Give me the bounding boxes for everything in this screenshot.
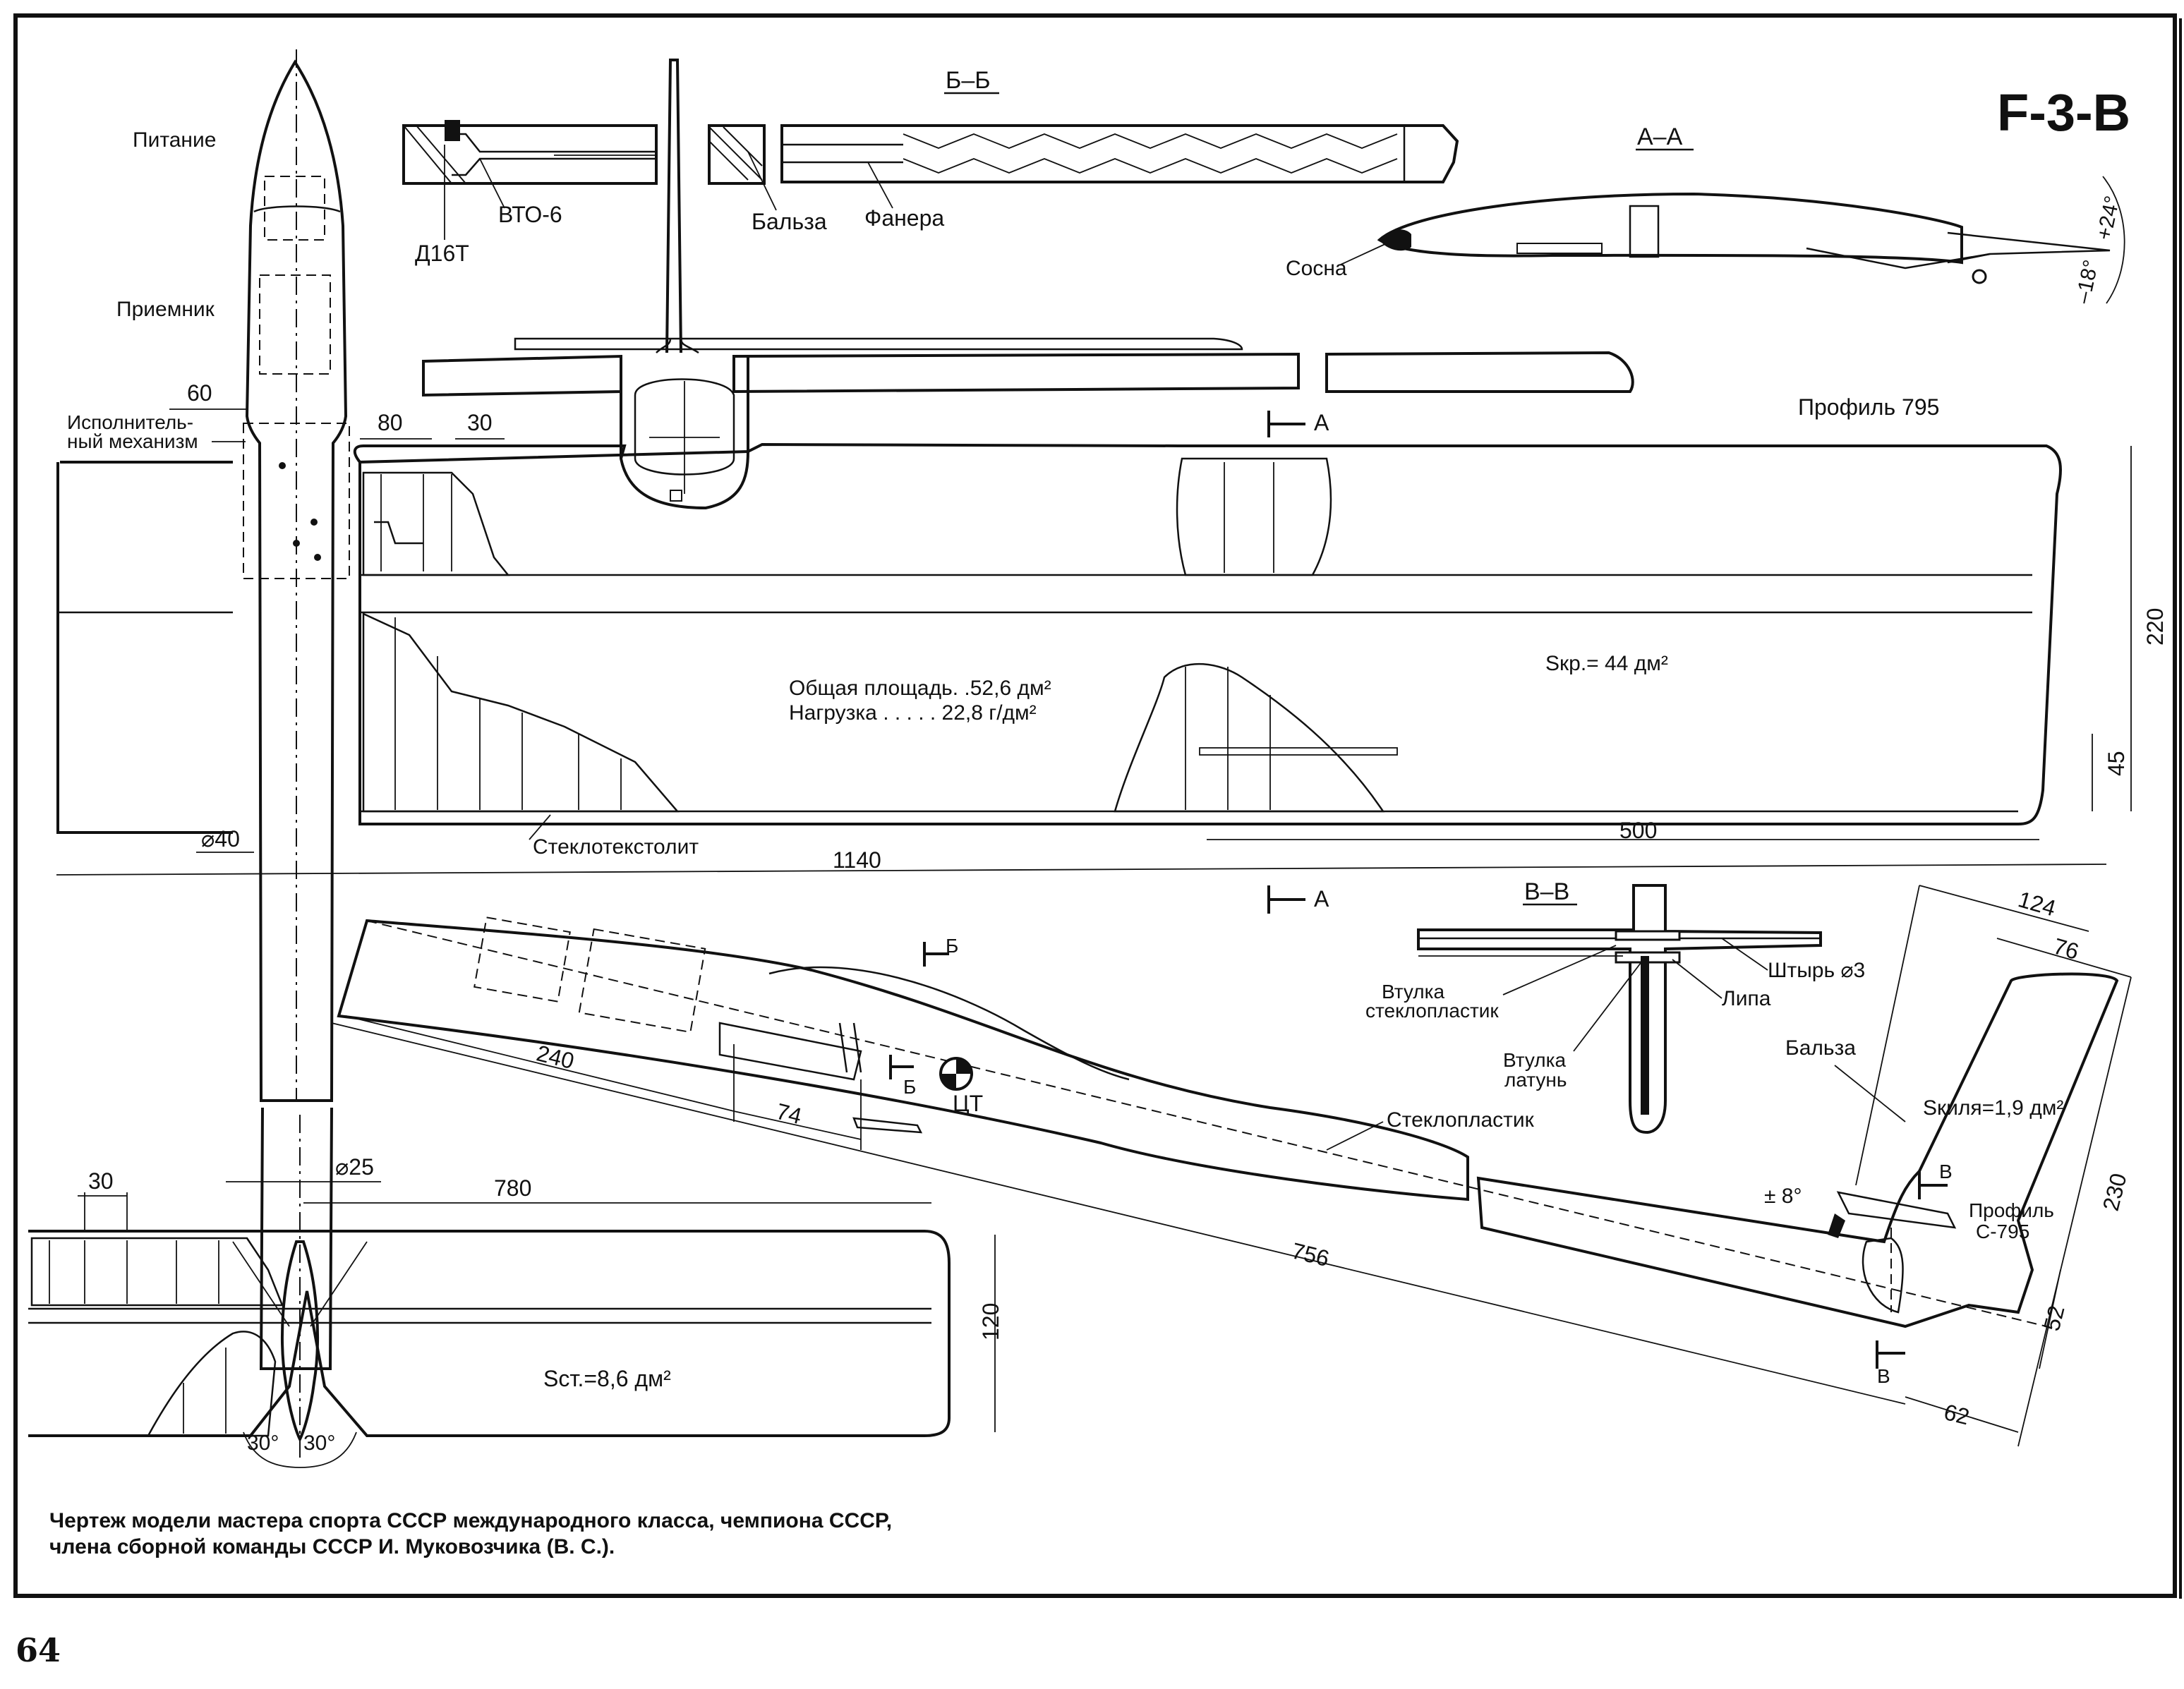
wing-plan-view [56, 442, 2062, 834]
dim-780: 780 [494, 1175, 531, 1201]
dim-30-stab: 30 [88, 1168, 114, 1194]
dim-120: 120 [978, 1303, 1003, 1340]
mark-v-upper: В [1939, 1161, 1953, 1182]
label-fiberglass: Стеклопластик [1387, 1108, 1535, 1132]
label-linden: Липа [1722, 987, 1771, 1010]
dim-62: 62 [1941, 1399, 1972, 1430]
dim-60-top: 60 [187, 380, 212, 406]
dim-500: 500 [1619, 818, 1657, 843]
dim-230: 230 [2098, 1170, 2132, 1213]
dim-d40: ⌀40 [201, 826, 240, 852]
label-bush-brass-2: латунь [1504, 1069, 1567, 1091]
dim-124: 124 [2015, 886, 2058, 921]
mark-v-lower: В [1877, 1365, 1890, 1387]
fin-profile-2: С-795 [1976, 1221, 2029, 1242]
section-vv-title: В–В [1524, 878, 1569, 905]
label-vto: ВТО-6 [498, 202, 562, 227]
label-actuator-2: ный механизм [67, 430, 198, 452]
dim-80: 80 [378, 410, 403, 435]
label-bush-glass-1: Втулка [1382, 981, 1444, 1003]
section-bb-title: Б–Б [946, 67, 991, 94]
fin-profile-1: Профиль [1969, 1199, 2054, 1221]
stab-angle-right: 30° [303, 1431, 335, 1455]
label-cg: ЦТ [953, 1091, 983, 1116]
mark-a-top: А [1314, 410, 1329, 435]
wing-front-view [422, 59, 1634, 510]
mark-a-bottom: А [1314, 886, 1329, 912]
dim-220: 220 [2142, 608, 2168, 646]
section-aa-profile [1377, 192, 2111, 284]
section-vv-view [1417, 884, 1822, 1134]
mark-b-lower: Б [903, 1076, 916, 1098]
page-number: 64 [16, 1631, 61, 1669]
label-pin: Штырь ⌀3 [1768, 959, 1865, 982]
wing-profile: Профиль 795 [1798, 394, 1939, 420]
label-bush-brass-1: Втулка [1503, 1049, 1566, 1071]
wing-load: Нагрузка . . . . . 22,8 г/дм² [789, 701, 1037, 725]
section-bb-left-part [402, 120, 658, 185]
dim-45: 45 [2104, 751, 2129, 776]
sheet-frame [13, 13, 2177, 1598]
label-balsa-fin: Бальза [1785, 1036, 1856, 1060]
dim-1140: 1140 [833, 847, 881, 873]
label-bush-glass-2: стеклопластик [1365, 1000, 1499, 1022]
model-code: F-3-B [1997, 83, 2130, 142]
section-bb-right-part [708, 124, 1459, 185]
cg-marker [939, 1057, 973, 1091]
stab-angle-left: 30° [247, 1431, 279, 1455]
angle-plus-24: +24° [2092, 194, 2124, 242]
label-plywood: Фанера [864, 205, 944, 231]
dim-74: 74 [773, 1098, 804, 1130]
wing-total-area: Общая площадь. .52,6 дм² [789, 677, 1051, 700]
section-aa-title: А–А [1637, 123, 1683, 150]
label-receiver: Приемник [116, 298, 215, 321]
fuselage-top-view [243, 49, 350, 1370]
label-d16t: Д16Т [415, 241, 469, 266]
dim-52: 52 [2039, 1303, 2070, 1333]
stabilizer-plan-view [28, 1115, 951, 1468]
fuselage-side-view [337, 916, 2119, 1328]
label-glass-textolite: Стеклотекстолит [533, 835, 699, 859]
dim-30-wing: 30 [467, 410, 493, 435]
caption-line-2: члена сборной команды СССР И. Муковозчик… [49, 1535, 615, 1558]
fin-angle: ± 8° [1764, 1185, 1802, 1208]
angle-minus-18: –18° [2071, 258, 2103, 306]
dim-76: 76 [2051, 933, 2082, 964]
label-pine: Сосна [1286, 257, 1347, 280]
label-power: Питание [133, 128, 216, 152]
dim-756: 756 [1289, 1237, 1332, 1271]
label-actuator-1: Исполнитель- [67, 411, 193, 433]
fin-area: Sкиля=1,9 дм² [1923, 1096, 2063, 1120]
label-balsa-bb: Бальза [752, 209, 827, 234]
caption-line-1: Чертеж модели мастера спорта СССР междун… [49, 1509, 892, 1532]
dim-d25: ⌀25 [335, 1154, 374, 1180]
mark-b-upper: Б [946, 935, 958, 957]
wing-area: Sкр.= 44 дм² [1545, 652, 1668, 675]
stab-area: Sст.=8,6 дм² [543, 1366, 671, 1391]
